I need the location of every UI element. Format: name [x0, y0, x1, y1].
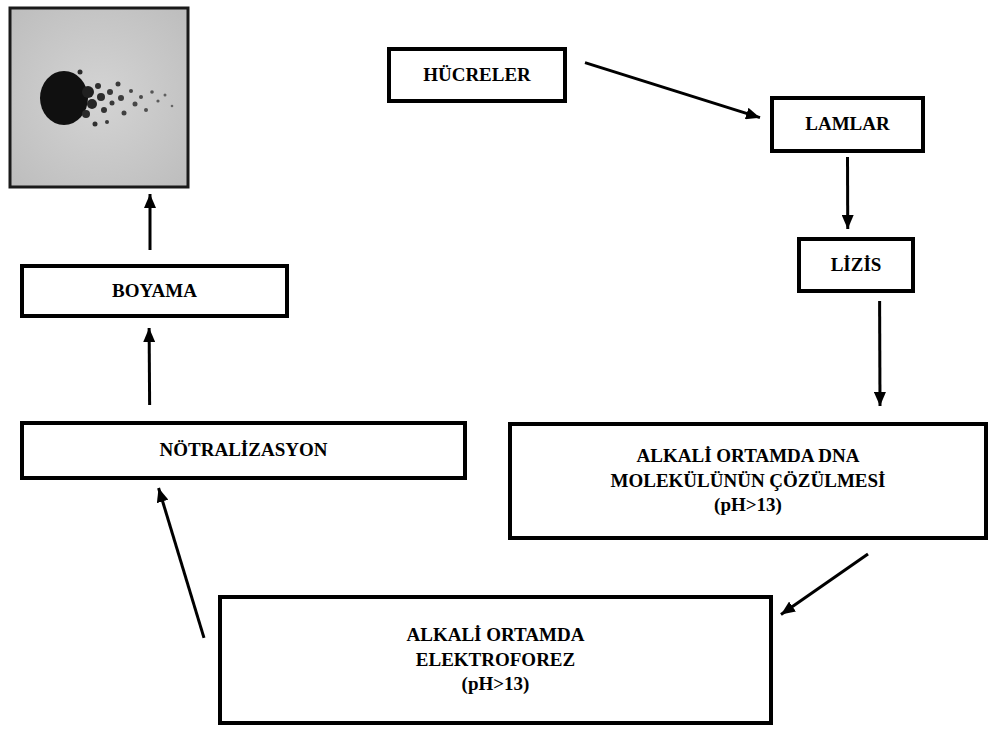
step-label: (pH>13) [714, 493, 782, 518]
arrow-to-photo [149, 194, 152, 250]
step-label: NÖTRALİZASYON [160, 438, 328, 463]
step-label: HÜCRELER [423, 63, 531, 88]
process-box: NÖTRALİZASYON [20, 421, 467, 480]
process-box: LAMLAR [770, 96, 925, 153]
flow-arrow [781, 554, 868, 615]
process-box: ALKALİ ORTAMDA DNA MOLEKÜLÜNÜN ÇÖZÜLMESİ… [508, 422, 988, 540]
step-label: (pH>13) [462, 672, 530, 697]
process-box: HÜCRELER [387, 47, 567, 103]
process-box: BOYAMA [20, 264, 289, 318]
process-box: ALKALİ ORTAMDA ELEKTROFOREZ(pH>13) [218, 595, 773, 725]
step-label: LİZİS [831, 253, 882, 278]
process-box: LİZİS [797, 237, 915, 293]
step-label: ALKALİ ORTAMDA DNA MOLEKÜLÜNÜN ÇÖZÜLMESİ [583, 444, 913, 493]
step-label: BOYAMA [112, 279, 197, 304]
flow-arrow [846, 157, 849, 229]
flow-arrow [585, 63, 760, 118]
step-label: LAMLAR [805, 112, 889, 137]
flow-arrow [878, 301, 881, 406]
flow-arrow [148, 328, 152, 405]
flow-arrow [159, 488, 204, 638]
step-label: ALKALİ ORTAMDA ELEKTROFOREZ [391, 623, 601, 672]
comet-photo [10, 8, 188, 187]
